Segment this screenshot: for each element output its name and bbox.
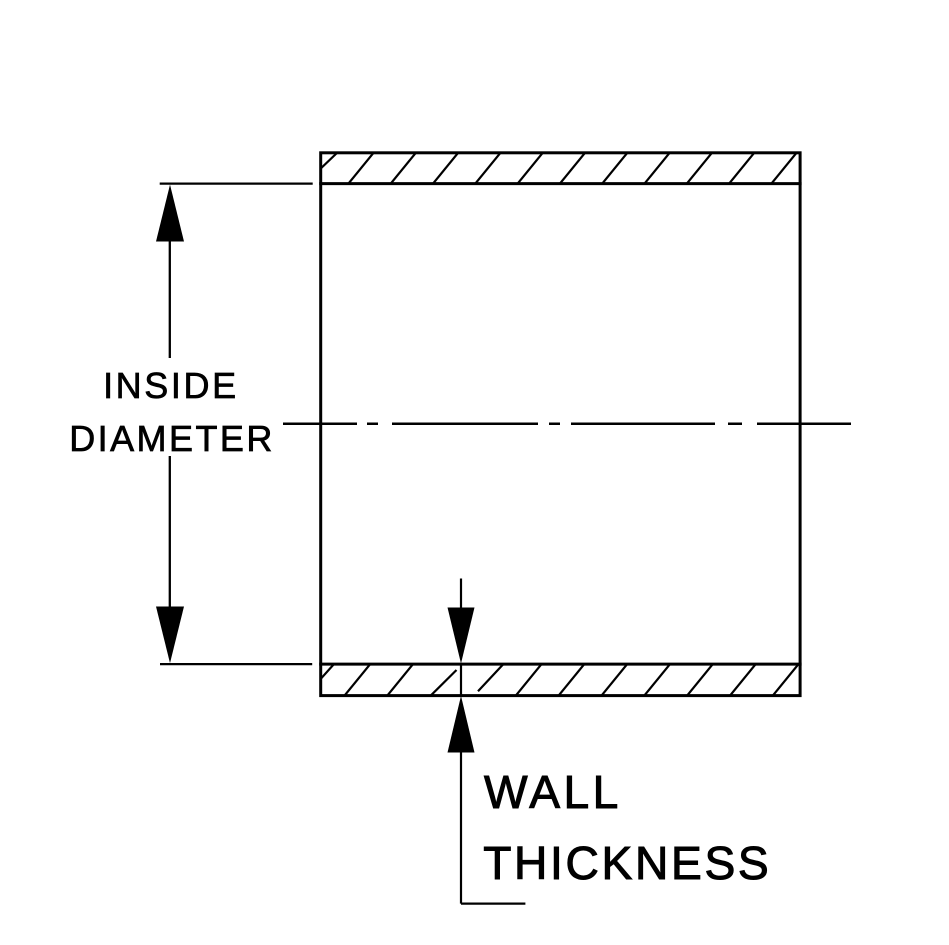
svg-text:WALL: WALL bbox=[484, 766, 622, 818]
svg-text:INSIDE: INSIDE bbox=[103, 365, 239, 406]
svg-text:THICKNESS: THICKNESS bbox=[483, 837, 771, 889]
svg-text:DIAMETER: DIAMETER bbox=[69, 418, 275, 459]
